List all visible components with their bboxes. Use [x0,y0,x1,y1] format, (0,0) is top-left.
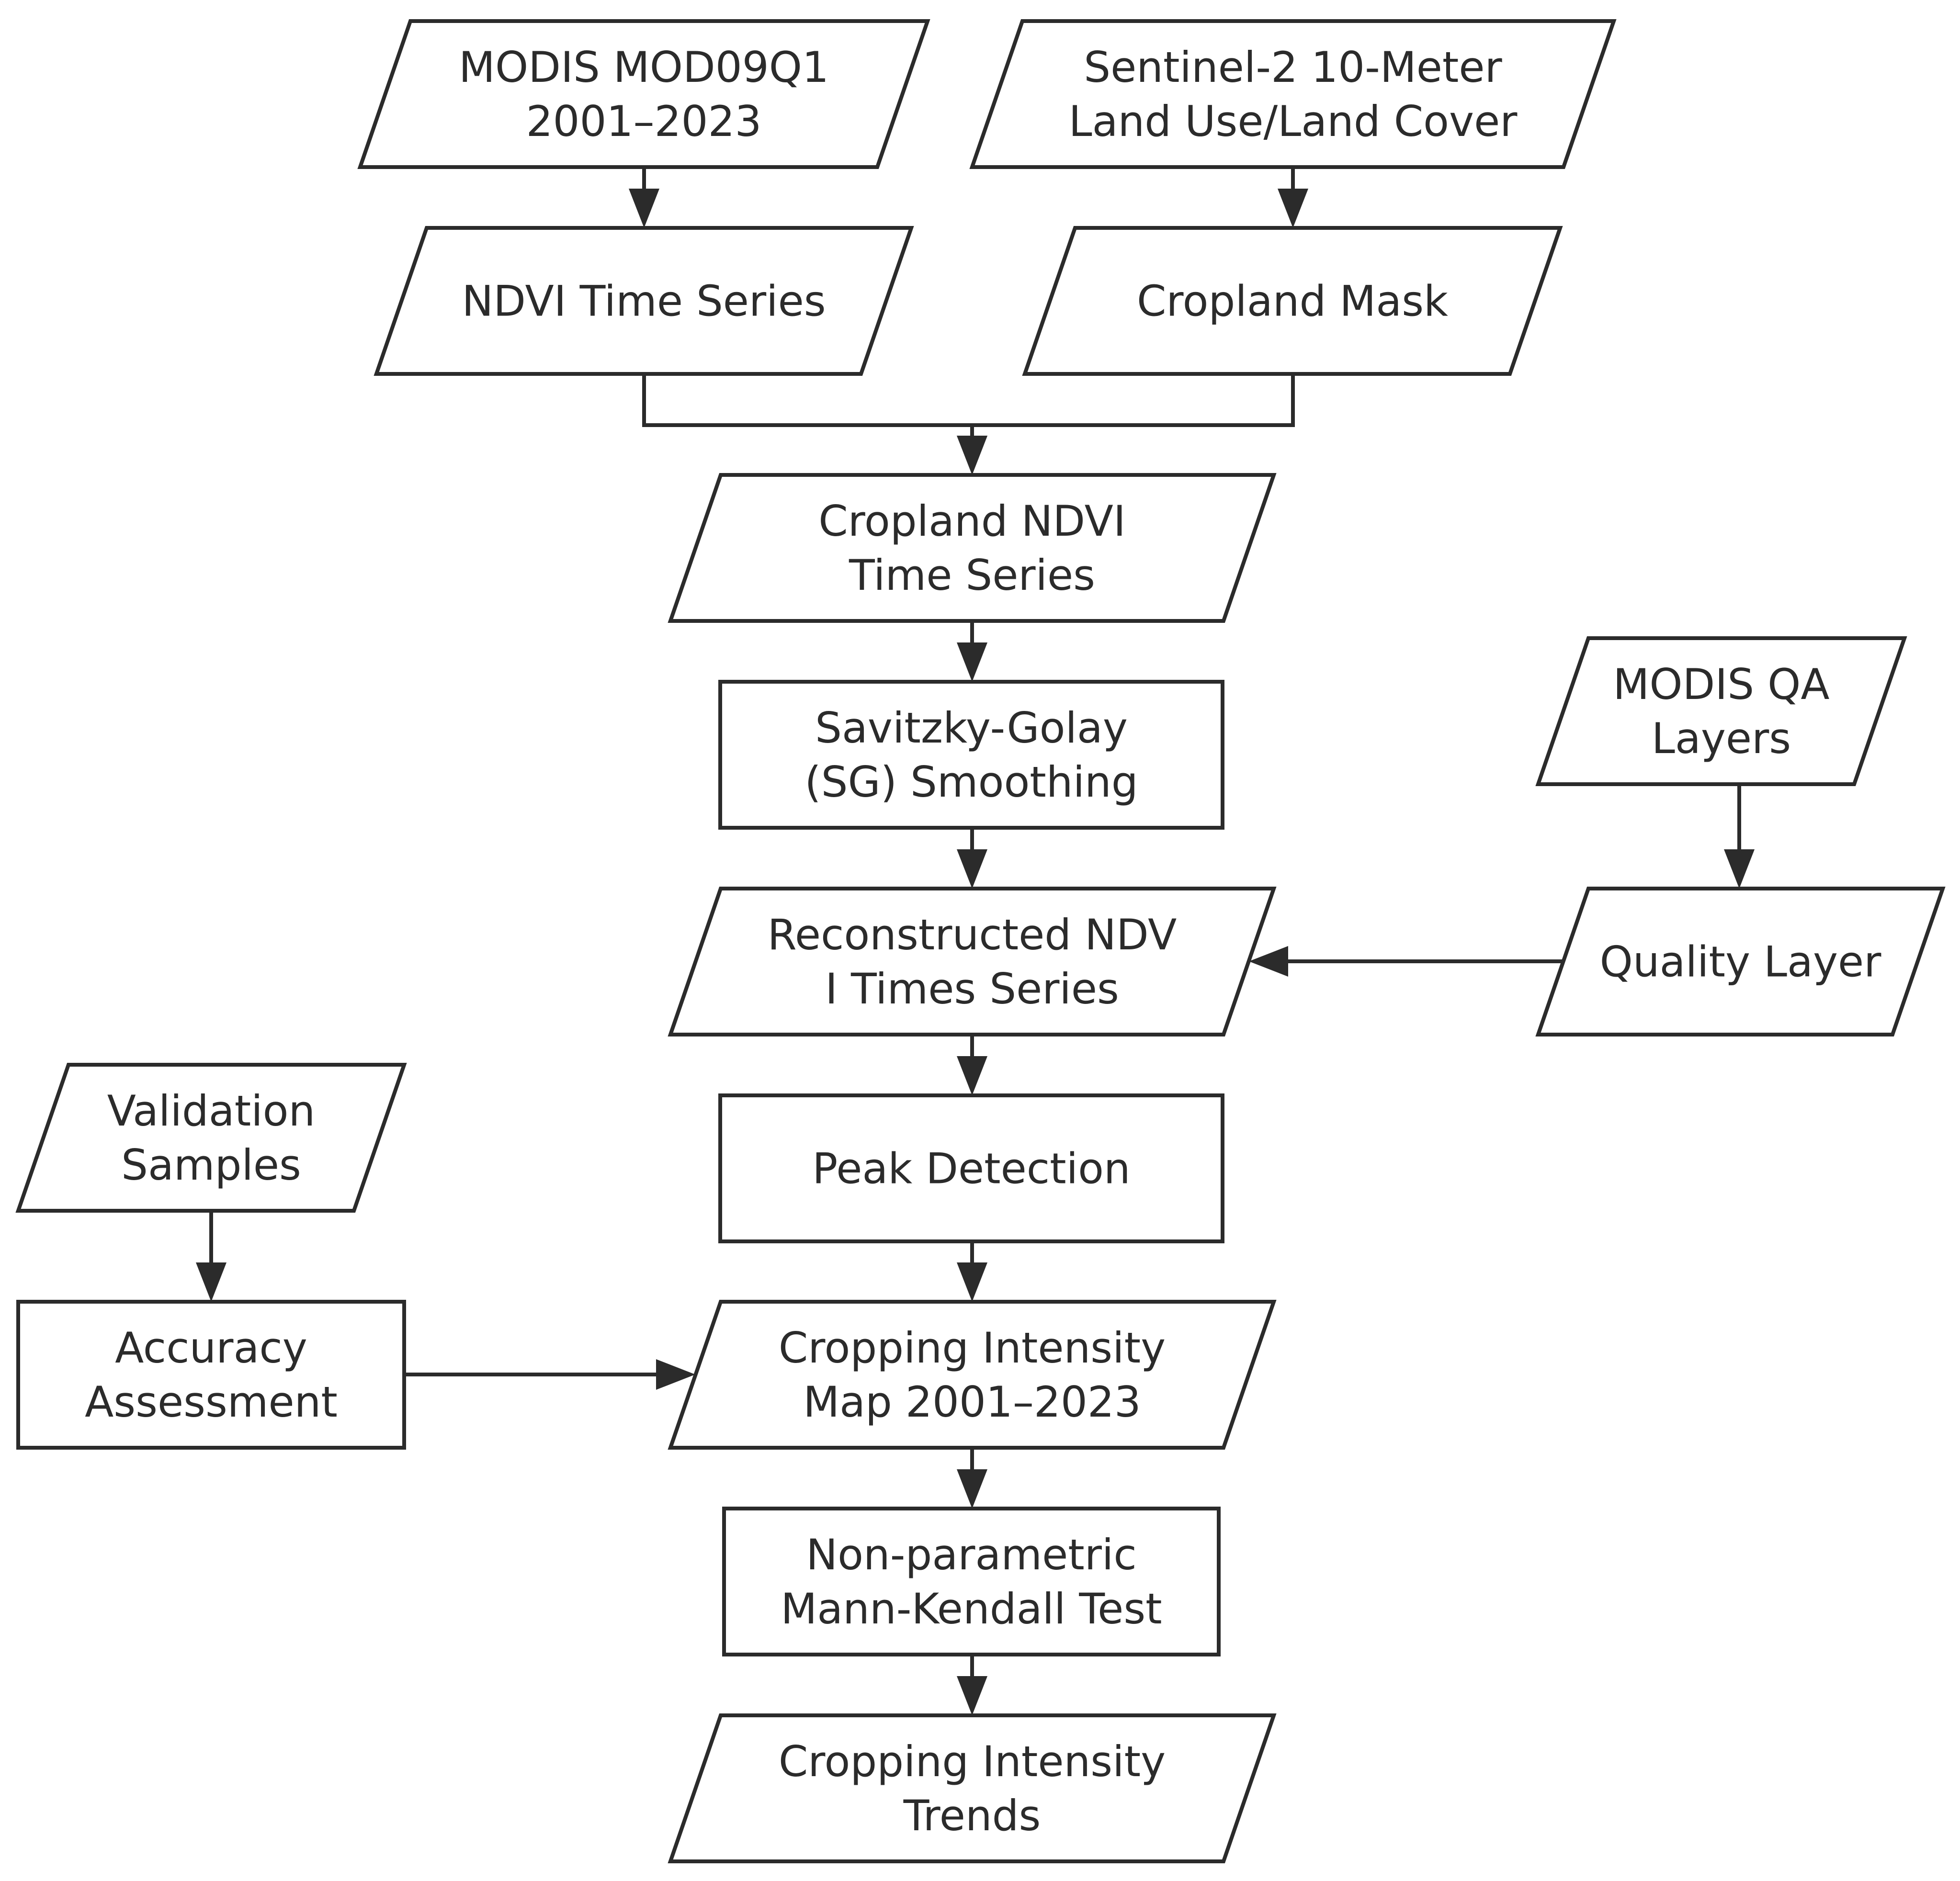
edge-ndvi-to-crop-ndvi [642,374,987,475]
node-modis-label-line-1: MODIS MOD09Q1 [459,43,829,92]
node-accuracy-label-line-2: Assessment [85,1377,338,1427]
edge-crop-ndvi-to-sg [957,621,987,682]
node-peak-shape [718,1093,1224,1243]
edge-modis-to-ndvi [629,167,659,228]
edge-ndvi-to-crop-ndvi-line [642,374,974,438]
node-mk-label-line-2: Mann-Kendall Test [781,1584,1162,1633]
node-qa-label-line-1: MODIS QA [1613,660,1829,709]
edge-modis-to-ndvi-arrowhead [629,189,659,228]
node-trends-shape [668,1713,1277,1863]
node-peak: Peak Detection [718,1093,1224,1243]
node-crop-ndvi-label-line-2: Time Series [849,551,1095,600]
node-mask-label-line-1: Cropland Mask [1137,277,1448,326]
node-modis: MODIS MOD09Q1 2001–2023 [357,19,930,169]
node-map-label-line-2: Map 2001–2023 [803,1377,1141,1427]
node-trends-label-line-2: Trends [903,1791,1041,1840]
node-sg: Savitzky-Golay(SG) Smoothing [718,680,1224,830]
edge-quality-to-recon-arrowhead [1249,946,1288,977]
edges-layer [196,167,1755,1715]
node-recon-label-line-1: Reconstructed NDV [768,910,1177,959]
edge-mk-to-trends-arrowhead [957,1676,987,1715]
node-mask: Cropland Mask [1022,226,1563,376]
node-peak-label-line-1: Peak Detection [812,1144,1130,1194]
edge-quality-to-recon [1249,946,1563,977]
node-quality-shape [1535,887,1946,1036]
node-modis-shape [357,19,930,169]
node-sentinel-shape [969,19,1617,169]
node-sentinel-label-line-2: Land Use/Land Cover [1069,97,1518,146]
node-map-label-line-1: Cropping Intensity [779,1323,1166,1373]
edge-sg-to-recon-arrowhead [957,849,987,889]
node-ndvi-label-line-1: NDVI Time Series [462,277,826,326]
node-qa-label-line-2: Layers [1652,714,1791,763]
node-recon-shape [668,887,1277,1036]
edge-map-to-mk [957,1448,987,1509]
edge-recon-to-peak-arrowhead [957,1056,987,1095]
node-qa-shape [1535,636,1907,786]
edge-accuracy-to-map-arrowhead [656,1359,695,1390]
node-validation-shape [15,1063,407,1213]
node-sentinel-label-line-1: Sentinel-2 10-Meter [1084,43,1502,92]
node-validation-label-line-1: Validation [107,1086,316,1136]
node-accuracy-shape [16,1300,406,1450]
edge-recon-to-peak [957,1035,987,1095]
node-ndvi: NDVI Time Series [374,226,914,376]
node-crop-ndvi-shape [668,473,1277,623]
node-ndvi-shape [374,226,914,376]
node-crop-ndvi: Cropland NDVI Time Series [668,473,1277,623]
node-recon: Reconstructed NDV I Times Series [668,887,1277,1036]
node-recon-label-line-2: I Times Series [825,964,1119,1014]
node-sg-label-line-2: (SG) Smoothing [804,757,1138,807]
node-qa: MODIS QA Layers [1535,636,1907,786]
node-modis-label-line-2: 2001–2023 [526,97,762,146]
edge-validation-to-accuracy [196,1211,227,1302]
edge-peak-to-map [957,1241,987,1302]
edge-sg-to-recon [957,828,987,889]
node-accuracy-label-line-1: Accuracy [115,1323,307,1373]
node-map-shape [668,1300,1277,1450]
edge-accuracy-to-map [404,1359,695,1390]
node-crop-ndvi-label-line-1: Cropland NDVI [818,496,1126,546]
edge-qa-to-quality-arrowhead [1724,849,1755,889]
node-trends-label-line-1: Cropping Intensity [779,1737,1166,1786]
node-validation-label-line-2: Samples [121,1140,301,1190]
edge-mask-to-crop-ndvi [957,374,1295,475]
edge-sentinel-to-mask-arrowhead [1278,189,1308,228]
edge-qa-to-quality [1724,784,1755,889]
node-sg-shape [718,680,1224,830]
node-mk-shape [722,1507,1221,1656]
edge-mask-to-crop-ndvi-line [970,374,1295,438]
edge-peak-to-map-arrowhead [957,1262,987,1302]
nodes-layer: MODIS MOD09Q1 2001–2023 Sentinel-2 10-Mete… [15,19,1946,1863]
edge-mask-to-crop-ndvi-arrowhead [957,436,987,475]
node-quality: Quality Layer [1535,887,1946,1036]
node-quality-label-line-1: Quality Layer [1600,937,1882,987]
edge-mk-to-trends [957,1655,987,1715]
node-mk-label-line-1: Non-parametric [806,1530,1136,1579]
edge-crop-ndvi-to-sg-arrowhead [957,642,987,682]
edge-map-to-mk-arrowhead [957,1469,987,1509]
node-sg-label-line-1: Savitzky-Golay [815,703,1128,753]
node-mask-shape [1022,226,1563,376]
edge-validation-to-accuracy-arrowhead [196,1262,227,1302]
edge-sentinel-to-mask [1278,167,1308,228]
